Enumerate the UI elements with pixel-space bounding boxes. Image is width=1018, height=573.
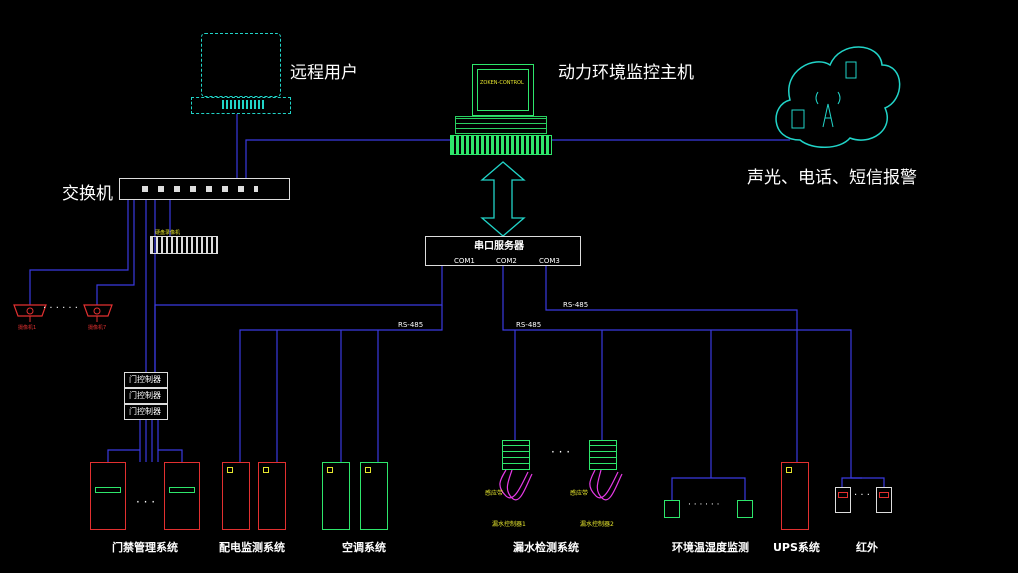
switch-ports [142, 186, 258, 192]
section-access-control: 门禁管理系统 [112, 541, 178, 554]
water-controller-1 [502, 440, 530, 470]
env-dots: · · · · · · [688, 500, 720, 510]
door-dots: · · · [136, 495, 156, 509]
host-keyboard [450, 135, 552, 155]
water-det-2-label: 漏水控制器2 [580, 521, 614, 528]
water-controller-2 [589, 440, 617, 470]
laptop-keys [222, 100, 266, 109]
camera2-label: 摄像机7 [88, 325, 107, 331]
dvr-device [150, 236, 218, 254]
power-meter-1 [222, 462, 250, 530]
ac-controller-1-display [327, 467, 333, 473]
door-controller-3-label: 门控制器 [129, 407, 161, 416]
ir-sensor-2-lens [879, 492, 889, 498]
section-water-leak: 漏水检测系统 [513, 541, 579, 554]
laptop-keyboard [191, 97, 291, 114]
power-meter-1-display [227, 467, 233, 473]
dvr-label: 硬盘录像机 [155, 230, 181, 236]
ac-controller-2-display [365, 467, 371, 473]
serial-server [425, 236, 581, 266]
network-switch [119, 178, 290, 200]
section-temp-humidity: 环境温湿度监测 [672, 541, 749, 554]
switch-label: 交换机 [62, 184, 113, 204]
door-controller-2 [124, 388, 168, 404]
section-air-conditioning: 空调系统 [342, 541, 386, 554]
host-label: 动力环境监控主机 [558, 63, 694, 83]
th-sensor-2 [737, 500, 753, 518]
laptop-screen [201, 33, 281, 97]
ups-device [781, 462, 809, 530]
water-det-1-label: 漏水控制器1 [492, 521, 526, 528]
ir-sensor-1-lens [838, 492, 848, 498]
water-line-2-label: 感应带 [570, 490, 589, 497]
host-monitor [472, 64, 534, 116]
ir-sensor-1 [835, 487, 851, 513]
door-panel-1 [90, 462, 126, 530]
door-panel-2-module [169, 487, 195, 493]
door-controller-3 [124, 404, 168, 420]
com1-label: COM1 [454, 257, 475, 265]
serial-server-label: 串口服务器 [474, 241, 524, 252]
th-sensor-1 [664, 500, 680, 518]
door-panel-2 [164, 462, 200, 530]
ir-sensor-2 [876, 487, 892, 513]
power-meter-2-display [263, 467, 269, 473]
door-panel-1-module [95, 487, 121, 493]
section-infrared: 红外 [856, 541, 878, 554]
rs485-b-label: RS-485 [516, 321, 542, 329]
camera1-label: 摄像机1 [18, 325, 37, 331]
section-power-monitoring: 配电监测系统 [219, 541, 285, 554]
water-line-1-label: 感应带 [485, 490, 504, 497]
alarm-label: 声光、电话、短信报警 [747, 168, 917, 188]
ups-display [786, 467, 792, 473]
ac-controller-1 [322, 462, 350, 530]
power-meter-2 [258, 462, 286, 530]
section-ups: UPS系统 [773, 541, 820, 554]
com2-label: COM2 [496, 257, 517, 265]
host-screen-text: ZOKEN-CONTROL [480, 80, 524, 86]
camera-dots: · · · · · · [43, 303, 78, 314]
rs485-c-label: RS-485 [563, 301, 589, 309]
ac-controller-2 [360, 462, 388, 530]
host-screen [477, 69, 529, 111]
com3-label: COM3 [539, 257, 560, 265]
remote-user-label: 远程用户 [290, 63, 358, 83]
rs485-a-label: RS-485 [398, 321, 424, 329]
door-controller-2-label: 门控制器 [129, 391, 161, 400]
door-controller-1-label: 门控制器 [129, 375, 161, 384]
ir-dots: · · · [854, 490, 870, 501]
host-unit [455, 116, 547, 134]
door-controller-1 [124, 372, 168, 388]
water-dots: · · · [551, 445, 571, 459]
